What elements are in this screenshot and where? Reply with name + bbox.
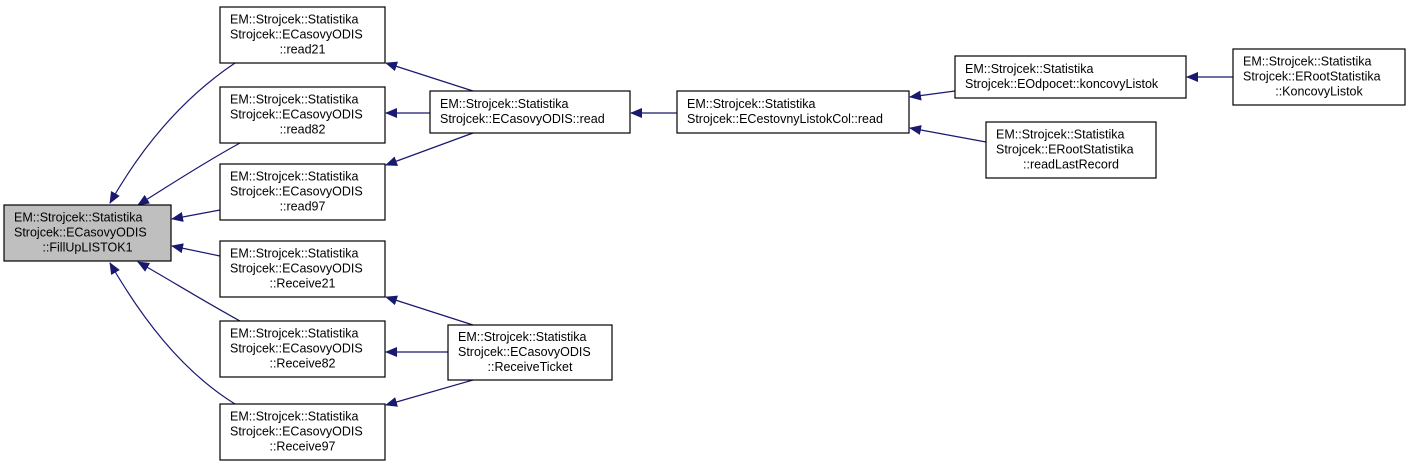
edge-receiveticket-to-receive21	[385, 295, 474, 326]
node-label-line: Strojcek::ERootStatistika	[1243, 70, 1381, 84]
node-cestread[interactable]: EM::Strojcek::StatistikaStrojcek::ECesto…	[676, 90, 910, 134]
edge-read-to-read97	[385, 132, 474, 166]
node-read21[interactable]: EM::Strojcek::StatistikaStrojcek::ECasov…	[219, 6, 386, 64]
node-label-line: Strojcek::ECasovyODIS	[230, 108, 363, 122]
node-box	[219, 320, 386, 378]
node-label-line: ::FillUpLISTOK1	[42, 241, 132, 255]
node-label-line: ::Receive97	[269, 440, 335, 454]
node-label-line: EM::Strojcek::Statistika	[687, 97, 816, 111]
node-label-line: ::KoncovyListok	[1275, 85, 1363, 99]
node-label-line: Strojcek::ECestovnyListokCol::read	[687, 112, 883, 126]
node-box	[3, 204, 172, 262]
node-readlast[interactable]: EM::Strojcek::StatistikaStrojcek::ERootS…	[985, 121, 1157, 179]
node-label-line: Strojcek::ECasovyODIS	[230, 262, 363, 276]
node-label-line: Strojcek::ECasovyODIS	[230, 185, 363, 199]
edge-receiveticket-to-receive97	[385, 379, 474, 407]
node-label-line: Strojcek::EOdpocet::koncovyListok	[965, 77, 1159, 91]
node-label-line: Strojcek::ECasovyODIS	[14, 226, 147, 240]
node-label-line: ::ReceiveTicket	[488, 360, 574, 374]
edge-readlast-to-cestread	[909, 125, 987, 143]
node-label-line: EM::Strojcek::Statistika	[440, 97, 569, 111]
node-read[interactable]: EM::Strojcek::StatistikaStrojcek::ECasov…	[429, 90, 631, 134]
node-label-line: ::Receive82	[269, 357, 335, 371]
node-label-line: EM::Strojcek::Statistika	[1243, 55, 1372, 69]
node-box	[1232, 48, 1406, 106]
node-box	[429, 90, 631, 134]
node-receiveticket[interactable]: EM::Strojcek::StatistikaStrojcek::ECasov…	[447, 324, 613, 381]
node-label-line: EM::Strojcek::Statistika	[230, 93, 359, 107]
node-label-line: Strojcek::ECasovyODIS	[230, 425, 363, 439]
node-label-line: EM::Strojcek::Statistika	[965, 62, 1094, 76]
node-label-line: Strojcek::ECasovyODIS	[230, 28, 363, 42]
node-label-line: EM::Strojcek::Statistika	[996, 128, 1125, 142]
node-box	[985, 121, 1157, 179]
edge-read-to-read21	[385, 61, 474, 92]
node-label-line: ::read97	[280, 200, 326, 214]
node-odpocet[interactable]: EM::Strojcek::StatistikaStrojcek::EOdpoc…	[954, 55, 1187, 99]
node-receive82[interactable]: EM::Strojcek::StatistikaStrojcek::ECasov…	[219, 320, 386, 378]
node-box	[219, 403, 386, 461]
node-fillup[interactable]: EM::Strojcek::StatistikaStrojcek::ECasov…	[3, 204, 172, 262]
node-rootkoncovy[interactable]: EM::Strojcek::StatistikaStrojcek::ERootS…	[1232, 48, 1406, 106]
edge-read97-to-fillup	[171, 209, 221, 222]
edge-read82-to-fillup	[137, 142, 241, 206]
node-label-line: ::readLastRecord	[1023, 158, 1119, 172]
node-receive21[interactable]: EM::Strojcek::StatistikaStrojcek::ECasov…	[219, 240, 386, 298]
node-label-line: EM::Strojcek::Statistika	[230, 410, 359, 424]
node-box	[219, 163, 386, 221]
node-label-line: ::read82	[280, 123, 326, 137]
edge-receive82-to-fillup	[137, 261, 241, 322]
node-label-line: EM::Strojcek::Statistika	[230, 170, 359, 184]
node-box	[219, 6, 386, 64]
node-label-line: ::Receive21	[269, 277, 335, 291]
node-label-line: EM::Strojcek::Statistika	[230, 247, 359, 261]
node-label-line: Strojcek::ERootStatistika	[996, 143, 1134, 157]
node-read82[interactable]: EM::Strojcek::StatistikaStrojcek::ECasov…	[219, 86, 386, 144]
node-label-line: EM::Strojcek::Statistika	[14, 211, 143, 225]
node-box	[954, 55, 1187, 99]
node-label-line: EM::Strojcek::Statistika	[230, 13, 359, 27]
edge-read21-to-fillup	[109, 62, 236, 204]
node-receive97[interactable]: EM::Strojcek::StatistikaStrojcek::ECasov…	[219, 403, 386, 461]
node-box	[447, 324, 613, 381]
node-label-line: Strojcek::ECasovyODIS::read	[440, 112, 605, 126]
node-label-line: EM::Strojcek::Statistika	[458, 330, 587, 344]
edge-receive21-to-fillup	[171, 243, 221, 257]
node-box	[676, 90, 910, 134]
edge-odpocet-to-cestread	[909, 90, 956, 101]
node-label-line: Strojcek::ECasovyODIS	[230, 342, 363, 356]
node-read97[interactable]: EM::Strojcek::StatistikaStrojcek::ECasov…	[219, 163, 386, 221]
node-label-line: ::read21	[280, 43, 326, 57]
node-box	[219, 240, 386, 298]
edge-receive97-to-fillup	[109, 262, 236, 405]
node-label-line: EM::Strojcek::Statistika	[230, 327, 359, 341]
node-box	[219, 86, 386, 144]
node-label-line: Strojcek::ECasovyODIS	[458, 345, 591, 359]
